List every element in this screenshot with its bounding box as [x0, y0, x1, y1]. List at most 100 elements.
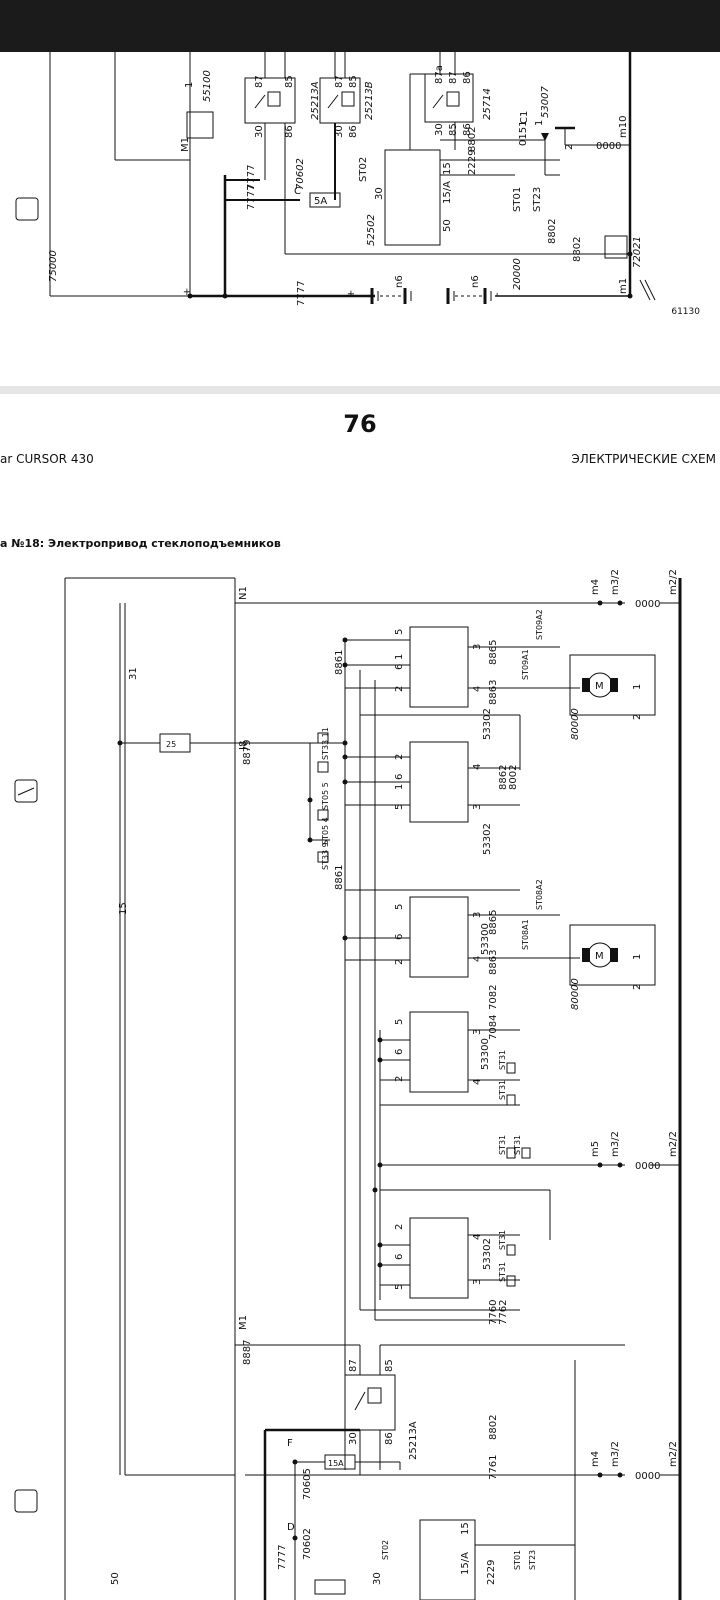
- svg-text:50: 50: [442, 219, 453, 232]
- svg-text:8863: 8863: [488, 950, 499, 975]
- svg-text:30: 30: [374, 187, 385, 200]
- svg-text:85: 85: [384, 1359, 395, 1372]
- svg-text:25714: 25714: [482, 88, 493, 120]
- svg-text:86: 86: [384, 1432, 395, 1445]
- svg-text:2: 2: [632, 984, 643, 990]
- svg-text:ST23: ST23: [528, 1550, 537, 1570]
- svg-text:ST02: ST02: [381, 1540, 390, 1560]
- svg-text:8802: 8802: [488, 1415, 499, 1440]
- svg-text:15/A: 15/A: [442, 181, 453, 204]
- svg-text:15: 15: [460, 1522, 471, 1535]
- svg-text:31: 31: [128, 667, 139, 680]
- svg-text:0000: 0000: [596, 141, 621, 152]
- svg-text:25: 25: [166, 740, 176, 749]
- svg-text:8002: 8002: [508, 765, 519, 790]
- svg-text:ST01: ST01: [513, 1550, 522, 1570]
- switch-53302-rear-right: [409, 626, 469, 708]
- svg-text:2229: 2229: [486, 1560, 497, 1585]
- switch-52502: [384, 149, 441, 246]
- svg-text:m1: m1: [618, 278, 629, 294]
- fuse-70602: [314, 1579, 346, 1595]
- svg-text:70602: 70602: [302, 1528, 313, 1560]
- svg-text:+: +: [182, 288, 193, 296]
- svg-text:8863: 8863: [488, 680, 499, 705]
- svg-text:ST09A1: ST09A1: [521, 649, 530, 680]
- svg-text:1: 1: [632, 954, 643, 960]
- svg-text:5: 5: [394, 904, 405, 910]
- svg-text:15A: 15A: [328, 1459, 344, 1468]
- svg-text:8862: 8862: [498, 765, 509, 790]
- svg-text:2: 2: [632, 714, 643, 720]
- svg-text:2229: 2229: [467, 150, 478, 175]
- svg-text:86: 86: [462, 123, 473, 136]
- svg-text:30: 30: [334, 125, 345, 138]
- svg-text:m2/2: m2/2: [668, 1131, 679, 1157]
- svg-text:5: 5: [394, 1019, 405, 1025]
- svg-text:ST02: ST02: [358, 157, 369, 182]
- switch-53302-rear-left: [409, 1217, 469, 1299]
- svg-text:53007: 53007: [540, 86, 551, 118]
- svg-text:1: 1: [184, 82, 195, 88]
- svg-text:87: 87: [348, 1359, 359, 1372]
- svg-text:M: M: [595, 681, 604, 692]
- svg-text:7777: 7777: [277, 1545, 288, 1570]
- svg-text:1: 1: [632, 684, 643, 690]
- svg-text:3: 3: [472, 644, 483, 650]
- page-number: 76: [343, 410, 377, 438]
- svg-text:2: 2: [564, 144, 575, 150]
- svg-text:8802: 8802: [547, 219, 558, 244]
- svg-text:2: 2: [394, 686, 405, 692]
- svg-text:4: 4: [472, 1079, 483, 1085]
- svg-text:ST08A1: ST08A1: [521, 919, 530, 950]
- svg-text:52502: 52502: [366, 214, 377, 246]
- svg-text:ST01: ST01: [512, 187, 523, 212]
- svg-text:53302: 53302: [482, 1238, 493, 1270]
- svg-text:ST31: ST31: [498, 1135, 507, 1155]
- top-dark-bar: [0, 0, 720, 52]
- svg-text:5: 5: [394, 629, 405, 635]
- svg-text:M1: M1: [180, 137, 191, 152]
- svg-text:m10: m10: [618, 116, 629, 138]
- svg-text:86: 86: [462, 71, 473, 84]
- svg-text:-: -: [492, 292, 503, 296]
- switch-53302-rear-right-2: [409, 741, 469, 823]
- svg-text:8887: 8887: [242, 1340, 253, 1365]
- ignition-key-icon: [14, 1489, 38, 1513]
- svg-text:53302: 53302: [482, 708, 493, 740]
- svg-text:15: 15: [118, 902, 129, 915]
- doc-code: 61130: [671, 307, 700, 317]
- svg-text:ST31: ST31: [498, 1230, 507, 1250]
- svg-text:ST09A2: ST09A2: [535, 609, 544, 640]
- svg-text:7084: 7084: [488, 1015, 499, 1040]
- svg-text:6: 6: [394, 1254, 405, 1260]
- svg-text:0151: 0151: [518, 121, 529, 146]
- svg-text:ST08A2: ST08A2: [535, 879, 544, 910]
- svg-text:87a: 87a: [434, 65, 445, 84]
- svg-text:8879: 8879: [242, 740, 253, 765]
- svg-text:5A: 5A: [314, 196, 327, 207]
- svg-text:ST31: ST31: [498, 1262, 507, 1282]
- svg-text:7082: 7082: [488, 985, 499, 1010]
- switch-52502: [419, 1519, 476, 1600]
- svg-text:3: 3: [472, 912, 483, 918]
- svg-text:m2/2: m2/2: [668, 1441, 679, 1467]
- svg-text:4: 4: [472, 956, 483, 962]
- svg-text:J8: J8: [238, 741, 249, 751]
- relay-25714: [424, 73, 474, 123]
- svg-text:m3/2: m3/2: [610, 1131, 621, 1157]
- ignition-key-icon: [15, 197, 39, 221]
- svg-text:80000: 80000: [570, 708, 581, 740]
- svg-text:87: 87: [254, 75, 265, 88]
- svg-text:25213A: 25213A: [310, 81, 321, 120]
- motor-80000-rear-frame: [569, 654, 656, 716]
- switch-53300-front-left: [409, 1011, 469, 1093]
- svg-text:87: 87: [334, 75, 345, 88]
- svg-text:2: 2: [394, 1076, 405, 1082]
- svg-text:20000: 20000: [512, 258, 523, 290]
- fuse-70602: [309, 192, 341, 208]
- svg-text:8865: 8865: [488, 910, 499, 935]
- svg-text:30: 30: [434, 123, 445, 136]
- svg-text:N1: N1: [238, 586, 249, 600]
- svg-text:D: D: [287, 1522, 295, 1533]
- svg-text:7762: 7762: [498, 1300, 509, 1325]
